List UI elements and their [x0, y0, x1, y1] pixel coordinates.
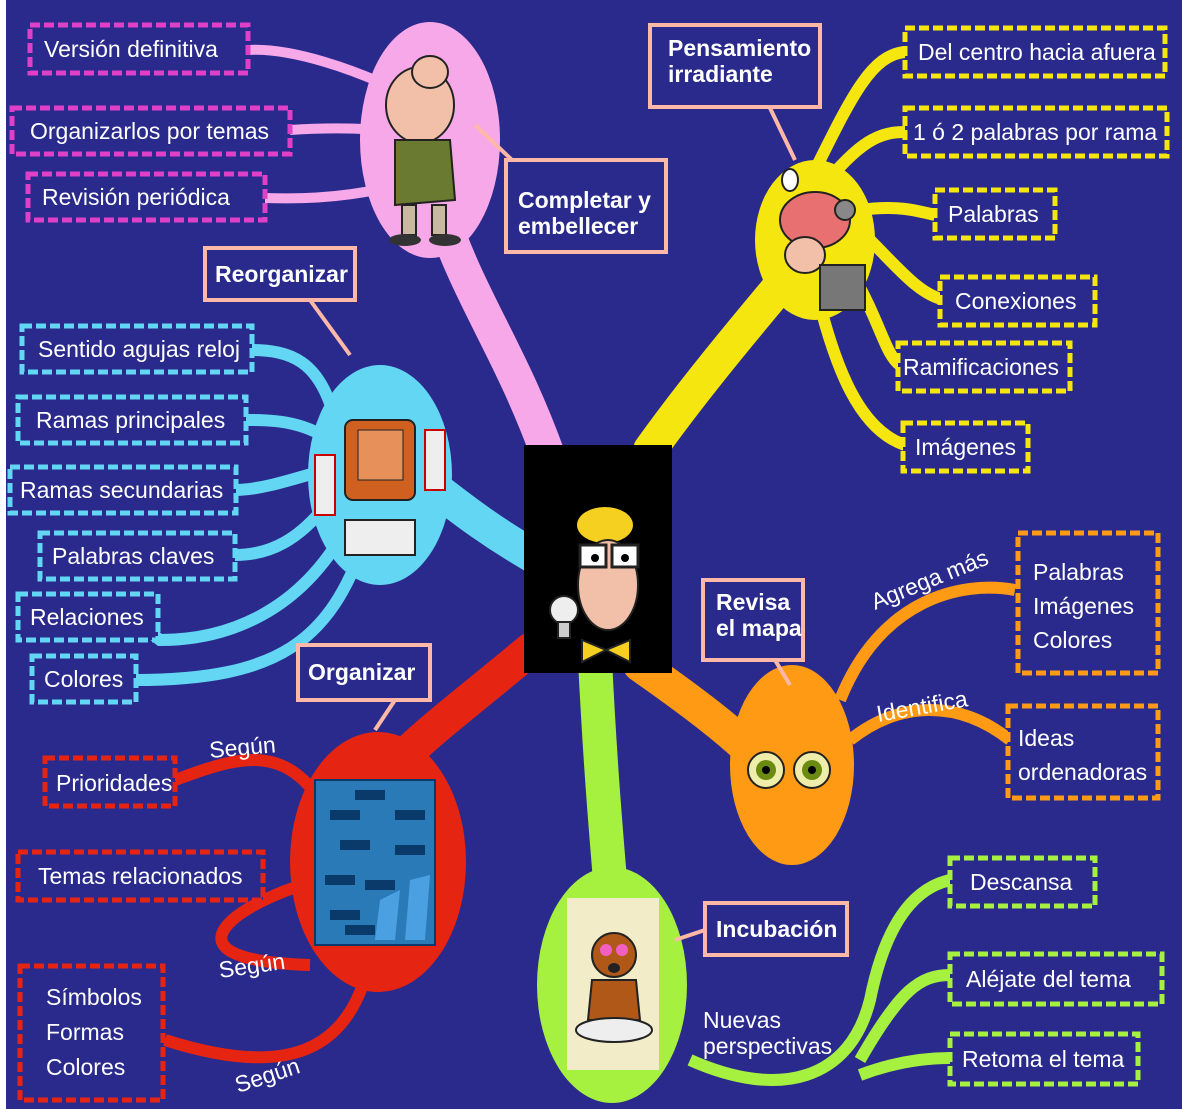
red-multi-line-1: Símbolos	[46, 984, 142, 1010]
yellow-item-4: Conexiones	[955, 288, 1076, 314]
orange-box1-line-2: Imágenes	[1033, 593, 1134, 619]
red-multi-line-2: Formas	[46, 1019, 124, 1045]
green-item-1: Descansa	[970, 869, 1072, 895]
pink-item-1: Versión definitiva	[44, 36, 218, 62]
yellow-item-1: Del centro hacia afuera	[918, 39, 1156, 65]
green-callout-text: Incubación	[716, 916, 837, 942]
cyan-items: Sentido agujas reloj Ramas principales R…	[10, 326, 252, 702]
green-label-line-2: perspectivas	[703, 1033, 832, 1059]
pink-callout-line-1: Completar y	[518, 187, 651, 213]
yellow-item-5: Ramificaciones	[903, 354, 1059, 380]
yellow-item-6: Imágenes	[915, 434, 1016, 460]
red-item-1: Prioridades	[56, 770, 172, 796]
green-item-2: Aléjate del tema	[966, 966, 1131, 992]
pink-item-2: Organizarlos por temas	[30, 118, 269, 144]
meditating-man-icon	[567, 898, 659, 1070]
green-callout: Incubación	[675, 903, 847, 955]
cyan-item-1: Sentido agujas reloj	[38, 336, 240, 362]
red-multi-line-3: Colores	[46, 1054, 125, 1080]
red-callout: Organizar	[298, 645, 430, 730]
yellow-item-2: 1 ó 2 palabras por rama	[913, 119, 1157, 145]
center-node	[524, 445, 672, 673]
cyan-item-3: Ramas secundarias	[20, 477, 223, 503]
pink-item-3: Revisión periódica	[42, 184, 230, 210]
orange-callout-line-1: Revisa	[716, 589, 790, 615]
green-item-3: Retoma el tema	[962, 1046, 1125, 1072]
cyan-node	[308, 365, 452, 585]
yellow-items: Del centro hacia afuera 1 ó 2 palabras p…	[898, 28, 1167, 471]
red-callout-text: Organizar	[308, 659, 415, 685]
organization-chart-icon	[315, 780, 435, 945]
cyan-callout-text: Reorganizar	[215, 261, 348, 287]
yellow-callout-line-2: irradiante	[668, 61, 773, 87]
pink-node	[360, 22, 500, 258]
yellow-item-3: Palabras	[948, 201, 1039, 227]
orange-node	[730, 665, 854, 865]
pink-items: Versión definitiva Organizarlos por tema…	[12, 25, 290, 220]
cyan-item-5: Relaciones	[30, 604, 144, 630]
red-item-2: Temas relacionados	[38, 863, 243, 889]
orange-items: Agrega más Identifica Palabras Imágenes …	[867, 533, 1158, 798]
orange-callout-line-2: el mapa	[716, 615, 802, 641]
cyan-item-6: Colores	[44, 666, 123, 692]
yellow-callout: Pensamiento irradiante	[650, 25, 820, 160]
pink-callout: Completar y embellecer	[475, 125, 666, 252]
cyan-item-4: Palabras claves	[52, 543, 214, 569]
red-node	[290, 732, 466, 992]
red-items: Según Según Según Prioridades Temas rela…	[18, 731, 303, 1100]
orange-box1-line-3: Colores	[1033, 627, 1112, 653]
orange-box2-line-1: Ideas	[1018, 725, 1074, 751]
yellow-callout-line-1: Pensamiento	[668, 35, 811, 61]
green-node	[537, 867, 687, 1103]
green-label-line-1: Nuevas	[703, 1007, 781, 1033]
yellow-node	[755, 160, 875, 320]
orange-branch-label-2: Identifica	[874, 685, 969, 727]
pink-callout-line-2: embellecer	[518, 213, 638, 239]
cyan-item-2: Ramas principales	[36, 407, 225, 433]
orange-box2-line-2: ordenadoras	[1018, 759, 1147, 785]
orange-box1-line-1: Palabras	[1033, 559, 1124, 585]
